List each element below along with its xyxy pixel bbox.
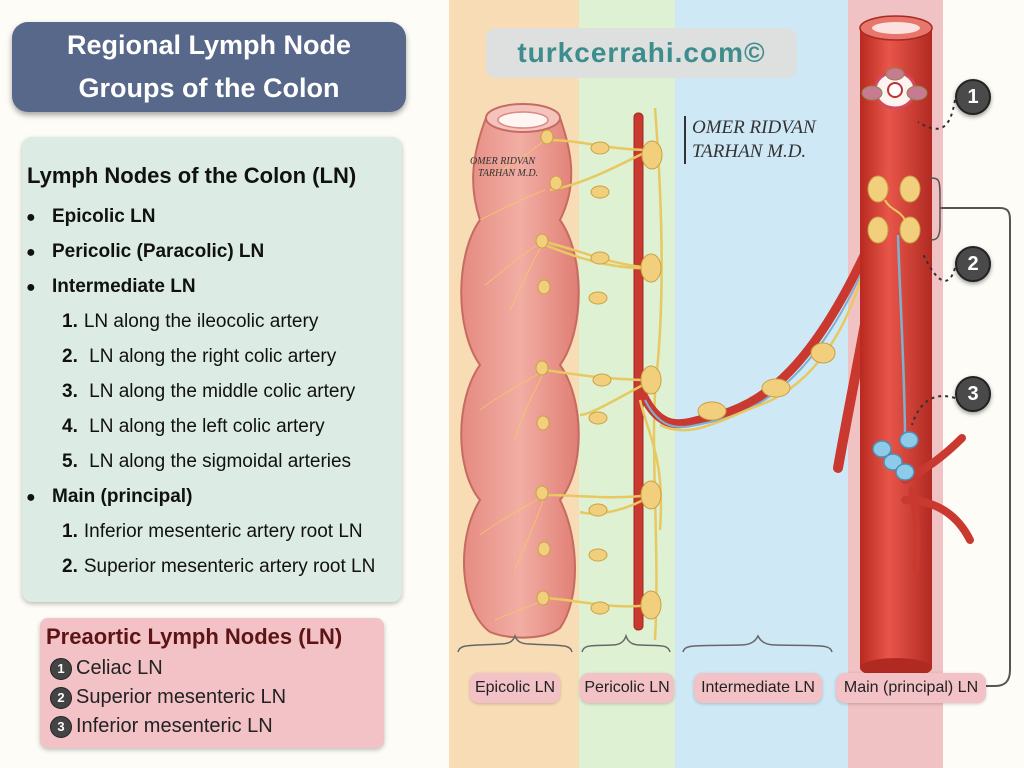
- marginal-artery: [633, 112, 644, 631]
- item-number: 3.: [62, 381, 78, 402]
- zone-label-epicolic: Epicolic LN: [470, 673, 560, 703]
- item-number: 2.: [62, 346, 78, 367]
- title-line2: Groups of the Colon: [78, 73, 340, 103]
- colic-artery: [638, 215, 885, 429]
- lymph-node-list: Lymph Nodes of the Colon (LN) ●Epicolic …: [22, 137, 402, 602]
- list-item-intermediate-4: 4. LN along the left colic artery: [22, 409, 402, 444]
- list-item-main-1: 1.Inferior mesenteric artery root LN: [22, 514, 402, 549]
- list-item-main-2: 2.Superior mesenteric artery root LN: [22, 549, 402, 584]
- zone-label-intermediate: Intermediate LN: [694, 673, 822, 703]
- list-item-epicolic: ●Epicolic LN: [26, 206, 156, 227]
- list-item-intermediate: ●Intermediate LN: [26, 276, 196, 297]
- main-label: Main (principal): [52, 486, 193, 507]
- item-text: LN along the sigmoidal arteries: [83, 451, 352, 472]
- aorta: [859, 15, 974, 678]
- brand-text: turkcerrahi.com©: [517, 37, 766, 68]
- signature-main-line1: OMER RIDVAN: [692, 117, 816, 138]
- title-line1: Regional Lymph Node: [66, 30, 351, 60]
- list-item-intermediate-2: 2. LN along the right colic artery: [22, 339, 402, 374]
- list-heading: Lymph Nodes of the Colon (LN): [27, 163, 357, 188]
- preaortic-item-text: Celiac LN: [76, 657, 163, 679]
- preaortic-item-text: Superior mesenteric LN: [76, 686, 287, 708]
- item-text: LN along the ileocolic artery: [83, 311, 319, 332]
- marker-2: 2: [955, 246, 991, 282]
- item-text: LN along the left colic artery: [83, 416, 325, 437]
- item-number: 2.: [62, 556, 78, 577]
- item-text: LN along the right colic artery: [83, 346, 337, 367]
- list-item-intermediate-1: 1.LN along the ileocolic artery: [22, 304, 402, 339]
- item-text: Superior mesenteric artery root LN: [83, 556, 376, 577]
- item-number: 4.: [62, 416, 78, 437]
- signature-line1: OMER RIDVAN: [470, 156, 536, 167]
- signature-main-line2: TARHAN M.D.: [692, 141, 807, 162]
- signature-colon: OMER RIDVAN TARHAN M.D.: [464, 156, 538, 180]
- item-number: 1.: [62, 311, 78, 332]
- item-number: 1.: [62, 521, 78, 542]
- number-badge: 2: [50, 686, 72, 709]
- item-number: 5.: [62, 451, 78, 472]
- item-text: LN along the middle colic artery: [83, 381, 356, 402]
- marker-1: 1: [955, 79, 991, 115]
- title-box: Regional Lymph Node Groups of the Colon: [12, 22, 406, 112]
- number-badge: 1: [50, 657, 72, 680]
- signature-main: OMER RIDVAN TARHAN M.D.: [684, 116, 816, 164]
- preaortic-heading: Preaortic Lymph Nodes (LN): [46, 624, 343, 649]
- list-item-intermediate-3: 3. LN along the middle colic artery: [22, 374, 402, 409]
- pericolic-label: Pericolic (Paracolic) LN: [52, 241, 265, 262]
- list-item-pericolic: ●Pericolic (Paracolic) LN: [26, 241, 265, 262]
- item-text: Inferior mesenteric artery root LN: [83, 521, 363, 542]
- marker-3: 3: [955, 376, 991, 412]
- preaortic-item-text: Inferior mesenteric LN: [76, 715, 273, 737]
- intermediate-label: Intermediate LN: [52, 276, 196, 297]
- zone-label-main: Main (principal) LN: [836, 673, 986, 703]
- list-item-intermediate-5: 5. LN along the sigmoidal arteries: [22, 444, 402, 479]
- signature-line2: TARHAN M.D.: [478, 168, 539, 179]
- brand-badge: turkcerrahi.com©: [486, 28, 797, 78]
- epicolic-label: Epicolic LN: [52, 206, 156, 227]
- number-badge: 3: [50, 715, 72, 738]
- zone-label-pericolic: Pericolic LN: [580, 673, 674, 703]
- list-item-main: ●Main (principal): [26, 486, 193, 507]
